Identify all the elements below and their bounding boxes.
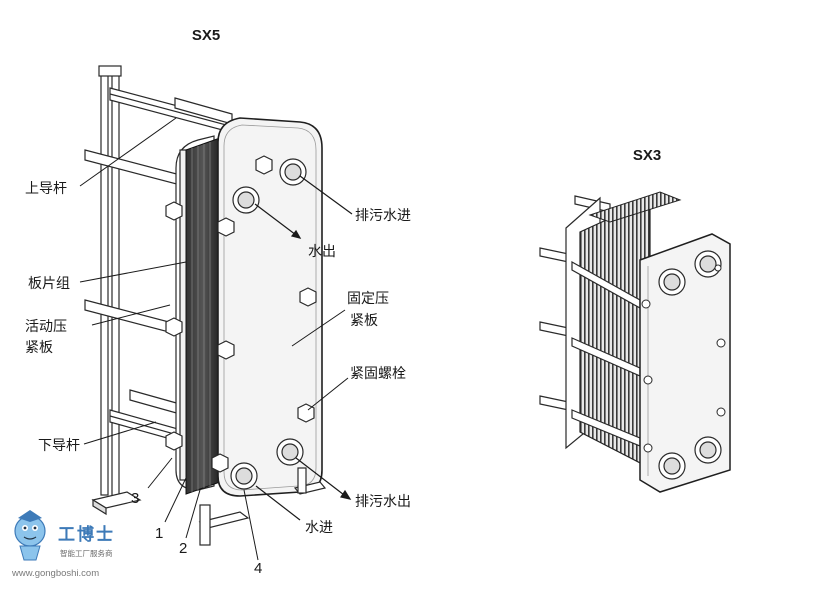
label-upper-guide-bar: 上导杆 — [25, 181, 67, 197]
watermark-logo: 工博士 智能工厂服务商 www.gongboshi.com — [11, 510, 115, 579]
part-number-2: 2 — [179, 540, 187, 557]
label-tie-bolt: 紧固螺栓 — [350, 366, 406, 382]
sx3-cross-bars — [571, 260, 641, 447]
sx5-fixed-pressure-plate — [217, 117, 323, 497]
sx5-leader-lines — [79, 117, 349, 561]
sx5-feet — [198, 467, 327, 546]
label-fixed-plate-line1: 固定压 — [347, 291, 389, 307]
sx5-plate-pack — [185, 137, 221, 495]
sx5-support-column — [91, 65, 142, 516]
sx5-port-top-left — [232, 186, 260, 214]
label-drain-inlet: 排污水进 — [355, 208, 411, 224]
watermark-tagline: 智能工厂服务商 — [60, 548, 113, 558]
sx5-port-top-right — [279, 158, 307, 186]
label-movable-plate-line1: 活动压 — [25, 319, 67, 335]
label-lower-guide-bar: 下导杆 — [38, 438, 80, 454]
part-number-1: 1 — [155, 525, 163, 542]
sx3-fixed-pressure-plate — [639, 233, 731, 493]
part-number-3: 3 — [131, 490, 139, 507]
watermark-url: www.gongboshi.com — [11, 568, 99, 579]
sx5-port-bottom-left — [230, 462, 258, 490]
part-number-4: 4 — [254, 560, 262, 577]
label-fixed-plate-line2: 紧板 — [350, 313, 378, 329]
sx3-title: SX3 — [633, 147, 661, 164]
watermark-brand: 工博士 — [58, 524, 115, 545]
sx5-exchanger: SX5 — [25, 27, 411, 577]
sx5-bolt-nuts — [165, 155, 317, 473]
sx3-plate-pack — [579, 191, 682, 469]
sx5-title: SX5 — [192, 27, 220, 44]
label-water-out: 水出 — [308, 244, 336, 260]
sx5-flow-arrows — [254, 175, 353, 521]
label-water-in: 水进 — [305, 520, 333, 536]
sx3-ports — [658, 250, 722, 480]
label-drain-outlet: 排污水出 — [355, 494, 411, 510]
sx3-bolt-nuts — [641, 264, 726, 453]
label-movable-plate-line2: 紧板 — [25, 340, 53, 356]
mascot-icon — [14, 510, 46, 561]
label-plate-pack: 板片组 — [28, 276, 70, 292]
sx3-exchanger: SX3 — [539, 147, 731, 493]
